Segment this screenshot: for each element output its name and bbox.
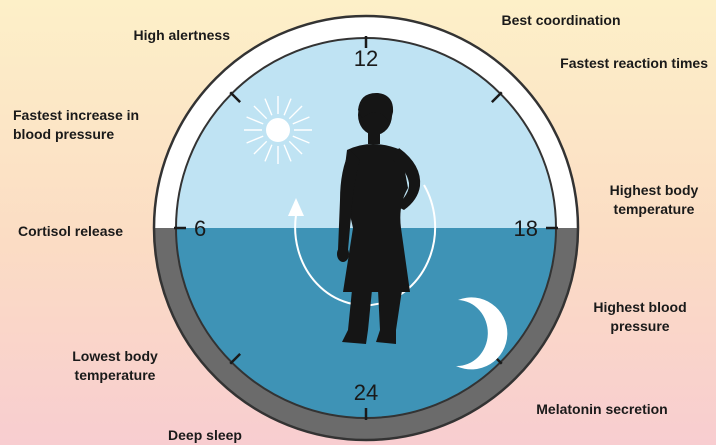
label-highest-blood-pressure: Highest blood pressure: [580, 298, 700, 336]
label-highest-bp-line2: pressure: [580, 317, 700, 336]
label-highest-temp-line1: Highest body: [594, 181, 714, 200]
hour-12: 12: [354, 46, 378, 71]
hour-6: 6: [194, 216, 206, 241]
label-fastest-bp-increase: Fastest increase in blood pressure: [13, 106, 203, 144]
label-melatonin-secretion: Melatonin secretion: [512, 400, 692, 419]
label-lowest-body-temp: Lowest body temperature: [45, 347, 185, 385]
label-lowest-temp-line2: temperature: [45, 366, 185, 385]
label-highest-temp-line2: temperature: [594, 200, 714, 219]
hour-18: 18: [514, 216, 538, 241]
label-deep-sleep: Deep sleep: [140, 426, 270, 445]
label-best-coordination: Best coordination: [476, 11, 646, 30]
label-highest-body-temp: Highest body temperature: [594, 181, 714, 219]
label-fastest-bp-line1: Fastest increase in: [13, 106, 203, 125]
label-fastest-reaction: Fastest reaction times: [508, 54, 708, 73]
hour-24: 24: [354, 380, 378, 405]
label-cortisol-release: Cortisol release: [18, 222, 178, 241]
label-high-alertness: High alertness: [60, 26, 230, 45]
label-highest-bp-line1: Highest blood: [580, 298, 700, 317]
label-lowest-temp-line1: Lowest body: [45, 347, 185, 366]
label-fastest-bp-line2: blood pressure: [13, 125, 203, 144]
sun-icon: [244, 96, 312, 164]
